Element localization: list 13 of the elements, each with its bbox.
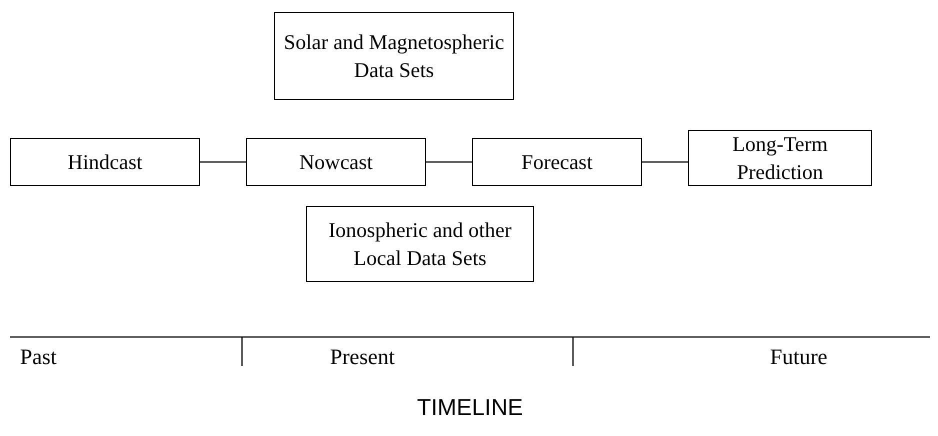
time-label: Future	[770, 343, 828, 371]
process-box: Long-Term Prediction	[688, 130, 872, 186]
connector-line	[642, 161, 688, 163]
process-box: Hindcast	[10, 138, 200, 186]
process-box: Ionospheric and other Local Data Sets	[306, 206, 534, 282]
connector-line	[426, 161, 472, 163]
connector-line	[200, 161, 246, 163]
process-box: Solar and Magnetospheric Data Sets	[274, 12, 514, 100]
time-label: Past	[20, 343, 58, 371]
process-box: Forecast	[472, 138, 642, 186]
time-label: Present	[330, 343, 396, 371]
process-box: Nowcast	[246, 138, 426, 186]
timeline-title: TIMELINE	[416, 393, 524, 422]
